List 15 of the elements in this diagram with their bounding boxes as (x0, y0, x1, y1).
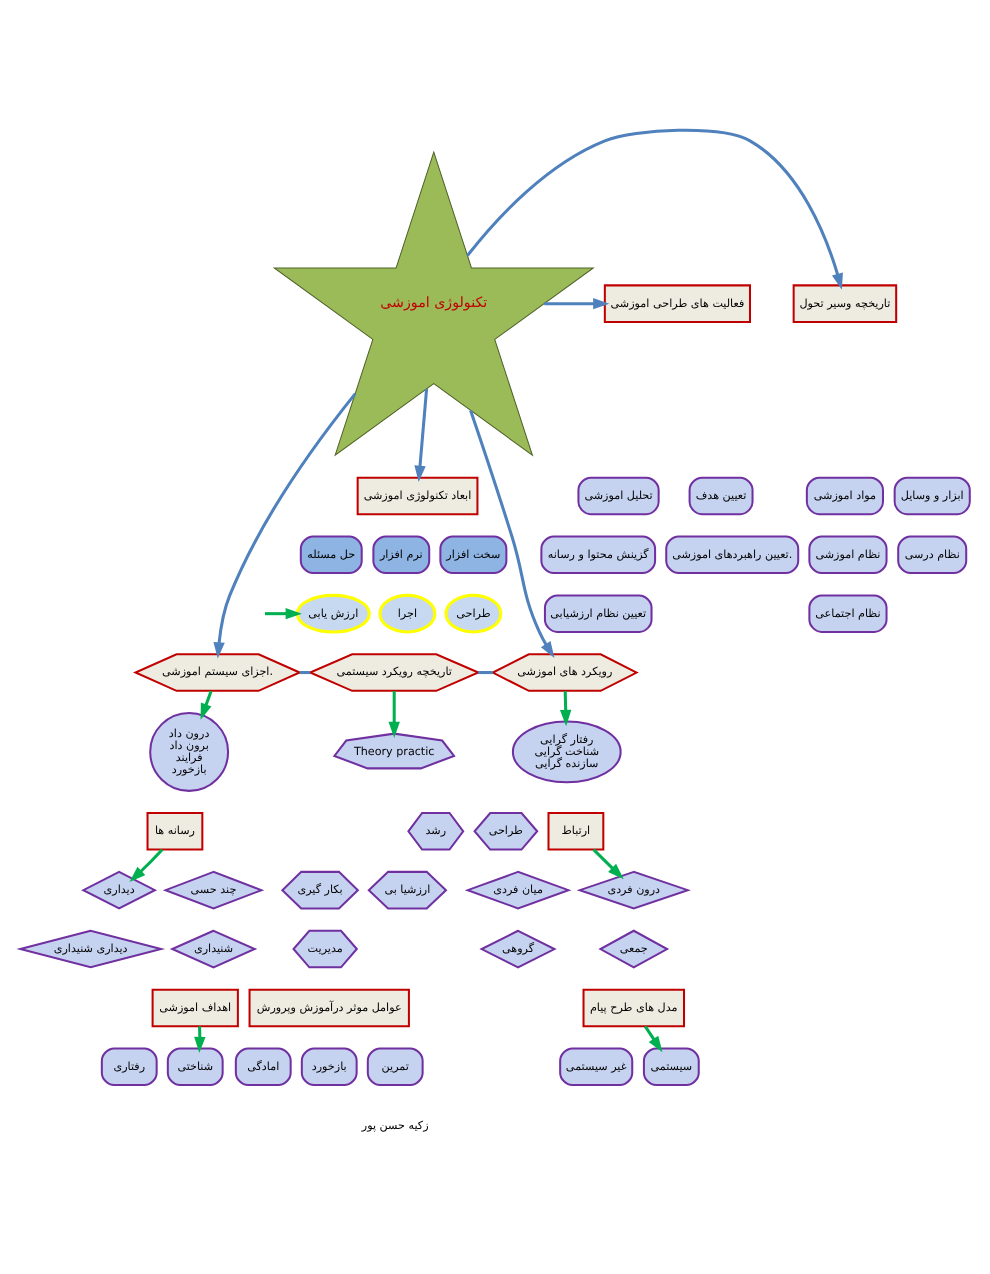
arrow (200, 690, 213, 720)
connector (478, 671, 493, 675)
connector (299, 671, 310, 675)
arrow (414, 388, 429, 483)
arrow (560, 691, 572, 727)
arrow (129, 848, 164, 882)
arrow (592, 848, 624, 880)
arrow (643, 1025, 663, 1053)
arrow (388, 691, 400, 739)
arrow (469, 410, 555, 658)
arrow (213, 392, 357, 659)
arrow (466, 128, 843, 290)
arrow (265, 607, 302, 620)
arrow (194, 1026, 206, 1054)
arrow (544, 297, 610, 310)
